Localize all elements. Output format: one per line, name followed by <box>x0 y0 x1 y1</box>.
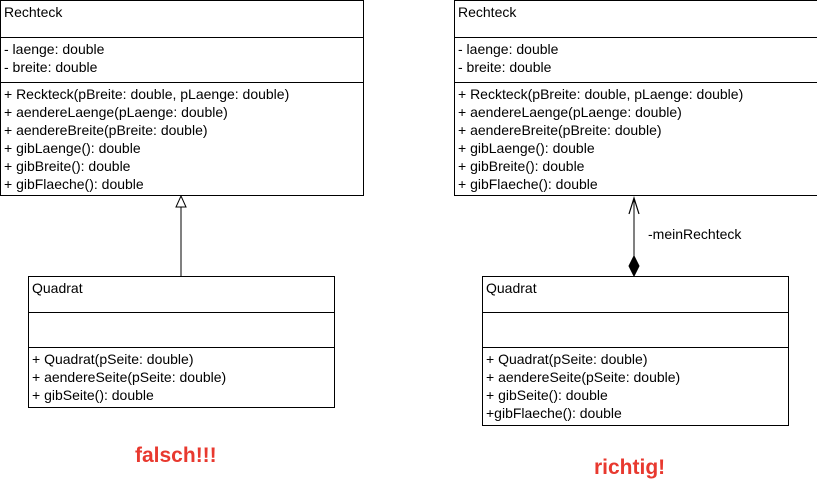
operations-section: + Quadrat(pSeite: double) + aendereSeite… <box>29 348 334 406</box>
class-quadrat-right: Quadrat + Quadrat(pSeite: double) + aend… <box>482 276 789 426</box>
operation: + aendereSeite(pSeite: double) <box>32 369 227 385</box>
class-rechteck-left: Rechteck - laenge: double - breite: doub… <box>0 0 364 196</box>
operation: + gibLaenge(): double <box>4 140 141 156</box>
attributes-section <box>483 313 788 348</box>
class-name-section: Quadrat <box>483 277 788 313</box>
operation: + gibFlaeche(): double <box>4 176 144 192</box>
operation: + aendereSeite(pSeite: double) <box>486 369 681 385</box>
operation: + Reckteck(pBreite: double, pLaenge: dou… <box>458 86 744 102</box>
operation: + gibBreite(): double <box>4 158 131 174</box>
operations-section: + Quadrat(pSeite: double) + aendereSeite… <box>483 348 788 424</box>
operation: + gibBreite(): double <box>458 158 585 174</box>
class-name: Rechteck <box>4 4 63 20</box>
class-quadrat-left: Quadrat + Quadrat(pSeite: double) + aend… <box>28 276 335 408</box>
attribute: - breite: double <box>458 59 552 75</box>
operation: + aendereBreite(pBreite: double) <box>458 122 662 138</box>
operation: + gibSeite(): double <box>486 387 608 403</box>
class-name-section: Rechteck <box>455 1 817 38</box>
attribute: - laenge: double <box>458 41 559 57</box>
verdict-right: richtig! <box>594 456 666 479</box>
operation: + aendereLaenge(pLaenge: double) <box>458 104 682 120</box>
class-rechteck-right: Rechteck - laenge: double - breite: doub… <box>454 0 817 196</box>
attribute: - laenge: double <box>4 41 105 57</box>
class-name-section: Quadrat <box>29 277 334 313</box>
role-label: -meinRechteck <box>648 226 742 242</box>
verdict-wrong: falsch!!! <box>135 444 217 467</box>
navigability-arrowhead <box>628 195 640 215</box>
operation: + gibLaenge(): double <box>458 140 595 156</box>
class-name: Quadrat <box>32 280 83 296</box>
class-name: Rechteck <box>458 4 517 20</box>
attributes-section <box>29 313 334 348</box>
generalization-arrowhead <box>175 194 187 208</box>
class-name-section: Rechteck <box>1 1 363 38</box>
attribute: - breite: double <box>4 59 98 75</box>
operation: + Quadrat(pSeite: double) <box>32 351 194 367</box>
composition-diamond <box>628 254 640 278</box>
operation: +gibFlaeche(): double <box>486 405 622 421</box>
class-name: Quadrat <box>486 280 537 296</box>
operations-section: + Reckteck(pBreite: double, pLaenge: dou… <box>1 83 363 195</box>
operation: + gibSeite(): double <box>32 387 154 403</box>
operation: + aendereBreite(pBreite: double) <box>4 122 208 138</box>
operation: + Reckteck(pBreite: double, pLaenge: dou… <box>4 86 290 102</box>
operations-section: + Reckteck(pBreite: double, pLaenge: dou… <box>455 83 817 195</box>
operation: + gibFlaeche(): double <box>458 176 598 192</box>
attributes-section: - laenge: double - breite: double <box>1 38 363 83</box>
operation: + aendereLaenge(pLaenge: double) <box>4 104 228 120</box>
attributes-section: - laenge: double - breite: double <box>455 38 817 83</box>
operation: + Quadrat(pSeite: double) <box>486 351 648 367</box>
